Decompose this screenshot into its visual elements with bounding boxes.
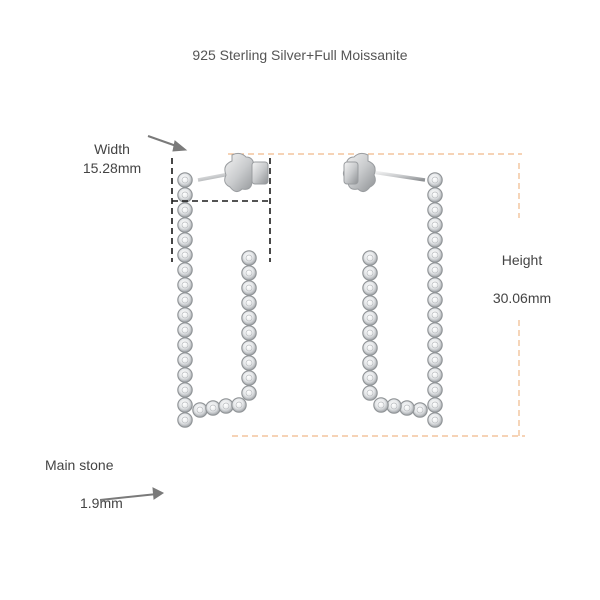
height-value: 30.06mm: [492, 290, 552, 306]
product-title: 925 Sterling Silver+Full Moissanite: [192, 47, 408, 63]
main-stone-label: Main stone: [45, 457, 114, 473]
width-guide-lines: [171, 158, 271, 262]
height-label: Height: [501, 252, 543, 268]
right-earring-icon: [342, 152, 443, 428]
main-stone-arrow-icon: [99, 487, 164, 501]
width-annotation: Width 15.28mm: [62, 140, 162, 178]
height-guide-lines: [228, 153, 525, 437]
width-label: Width: [94, 141, 130, 157]
width-value: 15.28mm: [82, 160, 142, 176]
left-earring-icon: [177, 152, 269, 428]
width-arrow-icon: [147, 135, 188, 152]
